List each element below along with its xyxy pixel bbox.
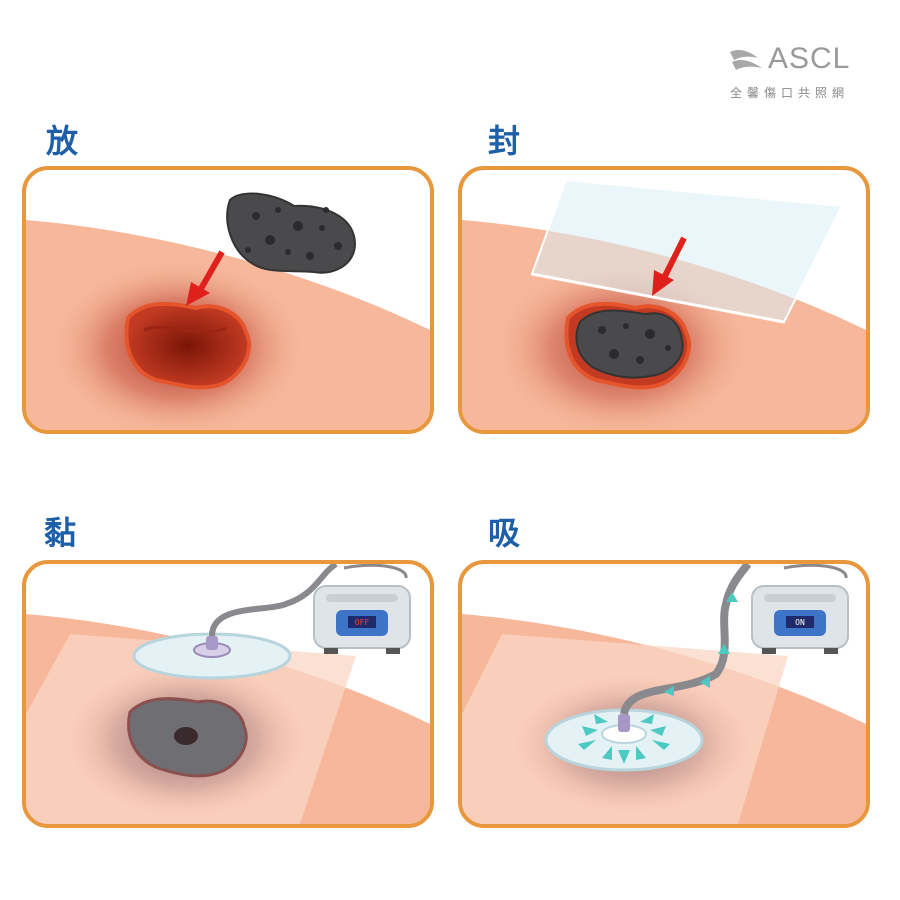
machine-on-label: ON bbox=[795, 618, 805, 627]
foam-sponge bbox=[575, 309, 684, 379]
illustration-seal bbox=[462, 178, 866, 430]
hands-icon bbox=[730, 50, 762, 70]
vacuum-machine: ON bbox=[751, 564, 849, 654]
machine-off-label: OFF bbox=[355, 618, 370, 627]
suction-pad bbox=[544, 708, 704, 772]
logo-text: ASCL bbox=[768, 42, 851, 75]
step-label-place: 放 bbox=[46, 122, 79, 160]
transparent-film bbox=[530, 178, 844, 324]
red-arrow-icon bbox=[652, 236, 687, 296]
red-arrow-icon bbox=[186, 250, 225, 306]
vacuum-machine: OFF bbox=[313, 564, 411, 654]
suction-arrow-icon bbox=[578, 592, 738, 764]
illustration-place bbox=[26, 192, 430, 430]
panel-place bbox=[22, 166, 434, 434]
illustration-suck: ON bbox=[462, 564, 866, 824]
ascl-logo: ASCL 全馨傷口共照網 bbox=[722, 40, 872, 110]
panel-stick: OFF bbox=[22, 560, 434, 828]
step-label-stick: 黏 bbox=[44, 514, 77, 552]
wound bbox=[124, 301, 252, 390]
illustration-stick: OFF bbox=[26, 564, 430, 824]
step-label-seal: 封 bbox=[488, 122, 521, 160]
machine-handle bbox=[343, 564, 408, 579]
machine-handle bbox=[783, 564, 848, 579]
suction-pad bbox=[132, 632, 292, 680]
tube bbox=[209, 564, 338, 637]
step-label-suck: 吸 bbox=[488, 514, 521, 552]
panel-seal bbox=[458, 166, 870, 434]
tube bbox=[620, 564, 752, 716]
panel-suck: ON bbox=[458, 560, 870, 828]
logo-subtext: 全馨傷口共照網 bbox=[730, 86, 850, 100]
hole bbox=[174, 727, 198, 745]
foam-sponge bbox=[226, 192, 356, 274]
